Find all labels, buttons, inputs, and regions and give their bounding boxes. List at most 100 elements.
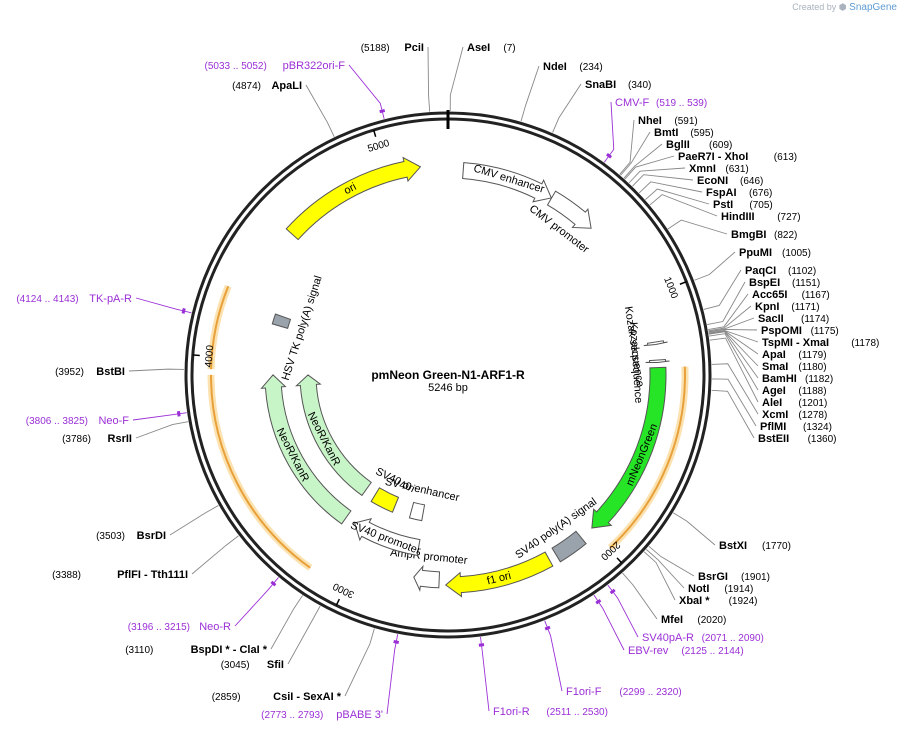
tick-mark xyxy=(335,598,341,606)
enzyme-position: (3786) xyxy=(62,434,91,445)
plasmid-length: 5246 bp xyxy=(428,382,468,394)
feature-arrow xyxy=(408,501,426,522)
feature-arrow xyxy=(295,374,372,497)
enzyme-position: (613) xyxy=(774,152,797,163)
enzyme-leader xyxy=(645,549,685,589)
primer-name: CMV-F xyxy=(615,97,650,109)
enzyme-name: XcmI xyxy=(762,409,788,421)
enzyme-position: (1182) xyxy=(805,374,833,385)
enzyme-name: BspDI * - ClaI * xyxy=(191,644,268,656)
feature-arrow xyxy=(285,156,422,241)
tick-mark xyxy=(616,557,623,564)
enzyme-leader xyxy=(708,331,759,379)
enzyme-name: CsiI - SexAI * xyxy=(273,691,342,703)
enzyme-name: BglII xyxy=(666,139,690,151)
enzyme-name: BsrDI xyxy=(137,530,166,542)
feature-arrow xyxy=(591,366,667,529)
enzyme-position: (631) xyxy=(725,164,748,175)
enzyme-leader xyxy=(623,143,663,179)
feature-arrow xyxy=(444,551,554,598)
enzyme-leader xyxy=(708,330,759,355)
enzyme-position: (2020) xyxy=(697,615,726,626)
primer-position: (2071 .. 2090) xyxy=(702,633,764,644)
enzyme-name: PpuMI xyxy=(739,247,772,259)
enzyme-leader xyxy=(711,363,759,415)
feature-arrow xyxy=(645,358,670,364)
enzyme-leader xyxy=(711,378,757,427)
primer-name: SV40pA-R xyxy=(642,632,694,644)
primer-leader xyxy=(593,594,625,651)
enzyme-leader xyxy=(620,131,651,176)
primer-leader xyxy=(607,584,639,638)
enzyme-layer: AseI(7)NdeI(234)SnaBI(340)NheI(591)BmtI(… xyxy=(52,42,879,703)
enzyme-leader xyxy=(638,181,703,194)
enzyme-position: (7) xyxy=(503,43,515,54)
primer-name: F1ori-R xyxy=(493,706,530,718)
primer-name: Neo-F xyxy=(98,415,129,427)
feature-arrow xyxy=(413,564,441,592)
enzyme-position: (676) xyxy=(749,188,772,199)
primer-leader xyxy=(480,636,490,712)
enzyme-name: BamHI xyxy=(762,373,797,385)
primer-name: EBV-rev xyxy=(628,645,669,657)
enzyme-position: (1171) xyxy=(791,302,819,313)
enzyme-name: FspAI xyxy=(706,187,737,199)
enzyme-position: (727) xyxy=(777,212,800,223)
enzyme-position: (705) xyxy=(749,200,772,211)
enzyme-leader xyxy=(449,46,464,112)
enzyme-position: (1324) xyxy=(803,422,832,433)
enzyme-leader xyxy=(628,167,686,184)
enzyme-name: PstI xyxy=(713,199,733,211)
enzyme-leader xyxy=(672,512,716,546)
primer-position: (5033 .. 5052) xyxy=(205,61,267,72)
primer-leader xyxy=(603,101,615,163)
enzyme-name: SacII xyxy=(758,313,784,325)
enzyme-position: (1770) xyxy=(762,541,791,552)
enzyme-leader xyxy=(645,188,710,205)
enzyme-leader xyxy=(707,281,746,326)
enzyme-name: AleI xyxy=(762,397,782,409)
tick-label: 4000 xyxy=(204,344,217,367)
enzyme-position: (609) xyxy=(709,140,732,151)
enzyme-position: (1005) xyxy=(782,248,811,259)
enzyme-position: (340) xyxy=(628,80,651,91)
enzyme-name: AseI xyxy=(467,42,490,54)
enzyme-position: (1278) xyxy=(798,410,827,421)
feature-arrow xyxy=(370,487,400,513)
enzyme-leader xyxy=(427,46,431,112)
enzyme-leader xyxy=(632,174,694,187)
tick-mark xyxy=(372,129,377,137)
primer-leader xyxy=(386,634,399,715)
primer-name: Neo-R xyxy=(199,621,231,633)
feature-arrow xyxy=(546,190,592,229)
enzyme-position: (1188) xyxy=(798,386,826,397)
enzyme-name: AgeI xyxy=(762,385,786,397)
tick-label: 1000 xyxy=(661,276,680,301)
primer-leader xyxy=(132,412,187,421)
feature-arrow xyxy=(260,374,352,525)
enzyme-position: (1174) xyxy=(801,314,829,325)
enzyme-position: (646) xyxy=(740,176,763,187)
enzyme-name: PflFI - Tth111I xyxy=(117,569,188,581)
enzyme-leader xyxy=(135,421,189,439)
credit-prefix: Created by xyxy=(792,2,837,12)
enzyme-leader xyxy=(667,219,728,235)
enzyme-name: BstBI xyxy=(96,366,125,378)
enzyme-leader xyxy=(694,251,736,281)
primer-position: (2773 .. 2793) xyxy=(261,710,323,721)
tick-label: 3000 xyxy=(331,580,356,600)
enzyme-position: (1175) xyxy=(811,326,839,337)
enzyme-leader xyxy=(643,551,676,601)
enzyme-name: NotI xyxy=(688,583,709,595)
enzyme-leader xyxy=(270,595,303,650)
snapgene-credit: Created by ⬢ SnapGene xyxy=(792,2,897,13)
feature-arrow xyxy=(643,340,668,347)
feature-arrow xyxy=(353,517,421,556)
feature-label: ori xyxy=(342,181,358,197)
enzyme-name: SfiI xyxy=(267,659,284,671)
primer-position: (3196 .. 3215) xyxy=(128,622,190,633)
enzyme-position: (1151) xyxy=(792,278,820,289)
enzyme-leader xyxy=(648,545,695,577)
primer-name: pBR322ori-F xyxy=(283,60,346,72)
